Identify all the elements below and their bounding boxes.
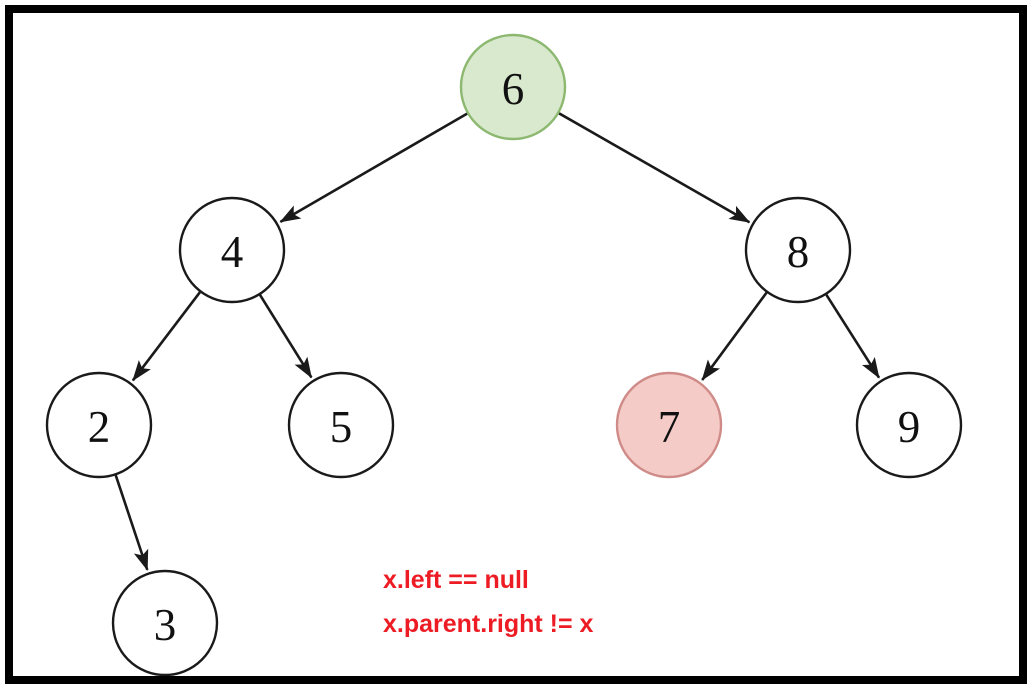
tree-diagram-canvas: 6 4 8 2 5 7 9 3 x.left == null x.parent.right !=… [45,33,963,676]
tree-node-4[interactable]: 4 [178,196,286,304]
node-circle-2[interactable] [45,371,153,479]
node-label-3: 3 [154,600,177,650]
node-label-2: 2 [88,402,111,452]
tree-node-6[interactable]: 6 [459,33,567,141]
node-label-5: 5 [330,402,353,452]
tree-edge-8-to-9 [825,294,881,379]
tree-edge-6-to-4 [279,112,468,224]
node-circle-6[interactable] [459,33,567,141]
tree-node-2[interactable]: 2 [45,371,153,479]
node-label-4: 4 [221,227,244,277]
tree-node-5[interactable]: 5 [287,371,395,479]
tree-edge-4-to-5 [258,294,313,379]
annotation-line2: x.parent.right != x [383,610,594,638]
node-label-8: 8 [787,227,810,277]
edge-layer [114,112,881,571]
annotation-line1: x.left == null [383,566,529,594]
tree-node-9[interactable]: 9 [855,371,963,479]
node-circle-7[interactable] [615,371,723,479]
tree-edge-6-to-8 [558,112,751,224]
tree-node-8[interactable]: 8 [744,196,852,304]
annotation-layer: x.left == null x.parent.right != x [383,566,594,638]
node-circle-8[interactable] [744,196,852,304]
node-label-6: 6 [502,64,525,114]
tree-node-7[interactable]: 7 [615,371,723,479]
node-circle-4[interactable] [178,196,286,304]
figure-frame: 6 4 8 2 5 7 9 3 x.left == null x.parent.right !=… [5,5,1027,684]
node-label-7: 7 [658,402,681,452]
tree-edge-8-to-7 [701,291,768,381]
tree-edge-2-to-3 [114,474,149,571]
node-circle-5[interactable] [287,371,395,479]
node-layer: 6 4 8 2 5 7 9 3 [45,33,963,676]
tree-edge-4-to-2 [131,291,201,382]
node-label-9: 9 [898,402,921,452]
node-circle-9[interactable] [855,371,963,479]
tree-node-3[interactable]: 3 [111,569,219,676]
node-circle-3[interactable] [111,569,219,676]
